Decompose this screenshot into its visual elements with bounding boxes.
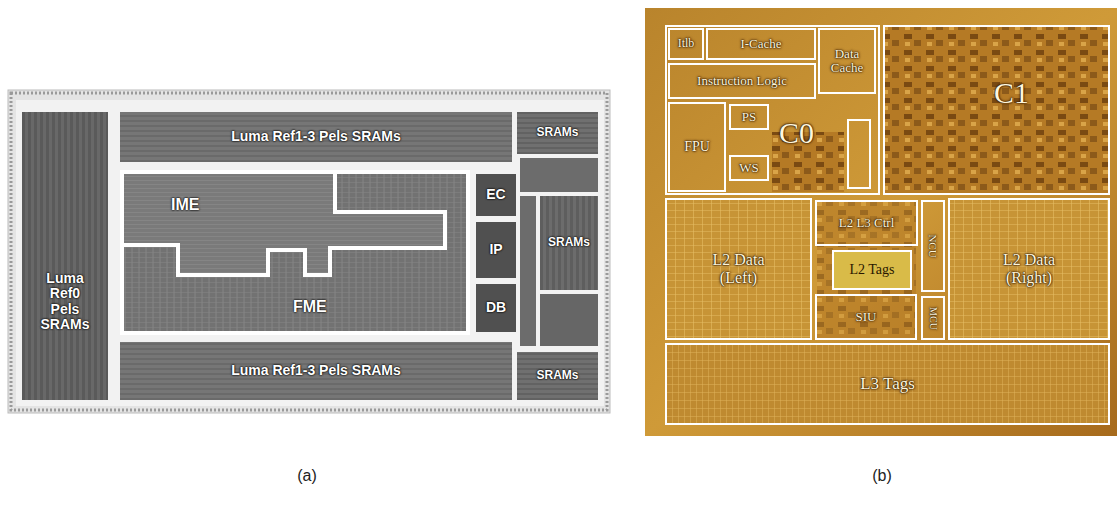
logic-texture <box>817 202 916 338</box>
sram-array <box>950 200 1108 338</box>
block-label: PS <box>742 110 756 124</box>
block-label: MCU <box>928 307 939 330</box>
block-label: Luma Ref1-3 Pels SRAMs <box>231 363 401 378</box>
pad-ring <box>11 93 607 410</box>
block-label: L2 Data (Right) <box>989 251 1069 286</box>
filler-block <box>540 294 598 346</box>
block-label: Data Cache <box>820 47 874 76</box>
unit-box: SIU <box>815 294 917 340</box>
block-label: SIU <box>856 310 877 324</box>
unit-box: PS <box>729 104 769 130</box>
unit-box: L2 L3 Ctrl <box>815 200 918 246</box>
unit-box: L2 Tags <box>832 250 912 290</box>
block-label: FME <box>293 298 327 316</box>
logic-block: IP <box>476 222 516 278</box>
block-label: NCU <box>927 234 939 257</box>
block-label: Luma Ref0 Pels SRAMs <box>35 271 95 333</box>
die-core <box>16 100 604 406</box>
filler-block <box>520 196 536 346</box>
unit-box: Instruction Logic <box>668 63 816 99</box>
logic-block: DB <box>476 284 516 332</box>
filler-block <box>520 158 598 192</box>
sram-block: SRAMs <box>517 352 598 400</box>
unit-box: NCU <box>921 200 945 292</box>
block-label: Instruction Logic <box>697 74 787 88</box>
unit-outline <box>848 120 870 188</box>
block-label: DB <box>486 300 506 315</box>
block-label: Itlb <box>678 37 695 50</box>
panel-label-box: (b) <box>852 467 912 485</box>
unit-box: Data Cache <box>818 28 876 94</box>
sram-array <box>667 200 810 338</box>
cache-block: L2 Data (Left) <box>665 198 812 340</box>
sram-block: Luma Ref1-3 Pels SRAMs <box>120 112 512 162</box>
unit-box: WS <box>729 155 769 181</box>
cache-block: L3 Tags <box>665 343 1110 425</box>
block-label: IME <box>171 196 199 214</box>
sram-block: Luma Ref0 Pels SRAMs <box>22 112 108 400</box>
block-label: SRAMs <box>536 126 578 139</box>
block-label: L2 L3 Ctrl <box>839 216 895 230</box>
block-label: I-Cache <box>740 37 781 51</box>
unit-box: MCU <box>921 296 945 340</box>
block-label: IP <box>489 242 502 257</box>
unit-box: FPU <box>668 102 726 192</box>
die-photo <box>645 8 1117 436</box>
block-label: EC <box>486 187 505 202</box>
sram-block: Luma Ref1-3 Pels SRAMs <box>120 342 512 400</box>
block-label: FPU <box>684 139 710 154</box>
block-label: Luma Ref1-3 Pels SRAMs <box>231 129 401 144</box>
sram-block: SRAMs <box>540 196 598 290</box>
logic-texture <box>885 27 1108 193</box>
block-label: C0 <box>779 116 814 149</box>
block-label: C1 <box>994 76 1029 109</box>
sram-block: SRAMs <box>517 112 598 154</box>
block-label: L2 Tags <box>849 262 894 277</box>
panel-label: (b) <box>852 467 912 485</box>
block-shape <box>122 172 468 333</box>
panel-label-box: (a) <box>277 467 337 485</box>
cache-block: L2 Data (Right) <box>948 198 1110 340</box>
unit-box: I-Cache <box>706 28 816 60</box>
panel-label: (a) <box>277 467 337 485</box>
core-region: C1 <box>883 25 1110 195</box>
logic-block: EC <box>476 174 516 216</box>
unit-box: Itlb <box>668 28 704 60</box>
block-label: L3 Tags <box>860 375 915 394</box>
core-region: C0 Itlb I-CacheData CacheInstruction Logic… <box>665 25 880 195</box>
die-outline <box>8 90 610 413</box>
sram-array <box>667 345 1108 423</box>
block-label: SRAMs <box>548 236 590 249</box>
block-label: L2 Data (Left) <box>699 251 779 286</box>
block-label: WS <box>739 161 759 175</box>
block-label: SRAMs <box>536 369 578 382</box>
